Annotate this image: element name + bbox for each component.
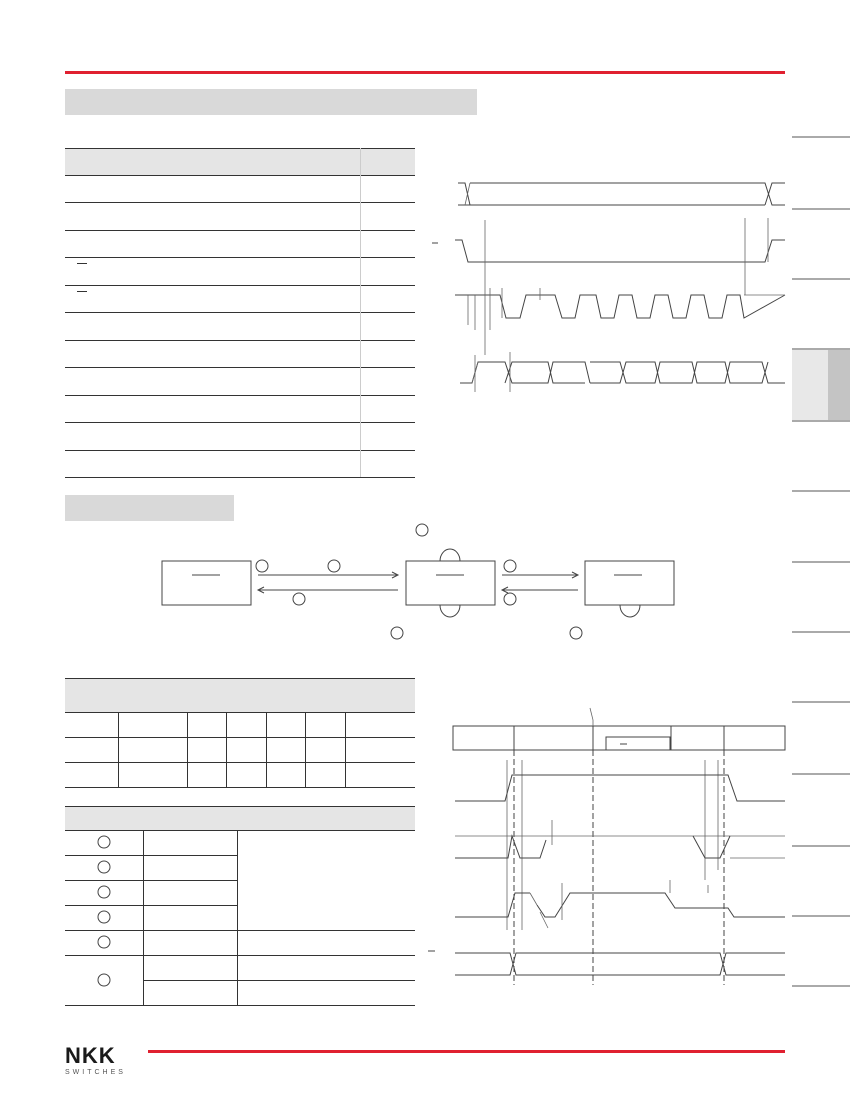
- side-tab-divider: [792, 985, 850, 987]
- side-tab-divider: [792, 420, 850, 422]
- brand-logo: NKK SWITCHES: [65, 1043, 126, 1076]
- section-header-bar: [65, 89, 477, 115]
- table-header-row: [65, 148, 415, 176]
- side-tab-divider: [792, 915, 850, 917]
- side-tab-divider: [792, 845, 850, 847]
- side-tab-divider: [792, 631, 850, 633]
- side-tab-divider: [792, 561, 850, 563]
- header-rule: [65, 71, 785, 74]
- side-tab-divider: [792, 773, 850, 775]
- side-tab-active[interactable]: [792, 348, 850, 422]
- brand-tagline: SWITCHES: [65, 1069, 126, 1076]
- side-tab-divider: [792, 701, 850, 703]
- side-tab-divider: [792, 208, 850, 210]
- footer-rule: [148, 1050, 785, 1053]
- side-tab-divider: [792, 278, 850, 280]
- side-tab-divider: [792, 136, 850, 138]
- side-tab-divider: [792, 490, 850, 492]
- section-header-bar: [65, 495, 234, 521]
